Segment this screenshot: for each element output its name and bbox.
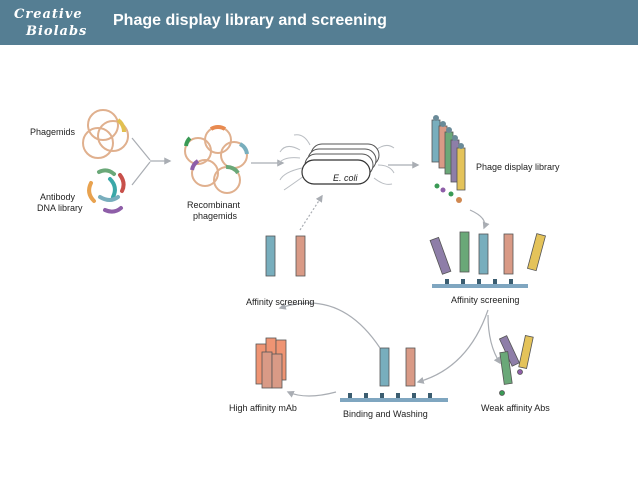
- high-affinity-phages: [255, 337, 287, 389]
- phage-library-label: Phage display library: [476, 162, 560, 172]
- recombinant-phagemid-circles: [184, 125, 249, 194]
- creative-biolabs-logo: Creative Biolabs: [12, 4, 96, 42]
- affinity-screening-left-phages: [265, 235, 306, 277]
- arrow-cycle-back: [278, 302, 381, 349]
- arrow-to-screening: [469, 209, 490, 230]
- binding-washing-plate: [340, 347, 448, 402]
- phagemids-label: Phagemids: [30, 127, 76, 137]
- logo-text-line1: Creative: [14, 7, 83, 22]
- affinity-screening-left-label: Affinity screening: [246, 297, 315, 307]
- logo-text-line2: Biolabs: [26, 24, 88, 39]
- antibody-library-label-2: DNA library: [37, 203, 83, 213]
- high-affinity-label: High affinity mAb: [229, 403, 297, 413]
- merge-lines: [131, 137, 172, 186]
- binding-washing-label: Binding and Washing: [343, 409, 428, 419]
- antibody-dna-fragments: [87, 168, 126, 214]
- recombinant-label-1: Recombinant: [187, 200, 241, 210]
- phage-library-cluster: [431, 115, 466, 203]
- ecoli-cells: [277, 134, 395, 191]
- arrow-to-binding: [416, 309, 489, 384]
- weak-affinity-phages: [498, 335, 534, 396]
- arrow-to-weak: [487, 314, 501, 365]
- header-bar: Creative Biolabs Phage display library a…: [0, 0, 638, 45]
- affinity-screening-right-label: Affinity screening: [451, 295, 520, 305]
- arrow-to-high-affinity: [286, 391, 337, 398]
- page-title: Phage display library and screening: [113, 12, 387, 29]
- phagemid-circles: [82, 109, 129, 159]
- weak-affinity-label: Weak affinity Abs: [481, 403, 550, 413]
- ecoli-label: E. coli: [333, 173, 358, 183]
- recombinant-label-2: phagemids: [193, 211, 238, 221]
- phage-display-diagram: [82, 109, 546, 402]
- dotted-reinfection-arrow: [299, 194, 323, 231]
- affinity-screening-plate-right: [429, 231, 546, 288]
- antibody-library-label-1: Antibody: [40, 192, 76, 202]
